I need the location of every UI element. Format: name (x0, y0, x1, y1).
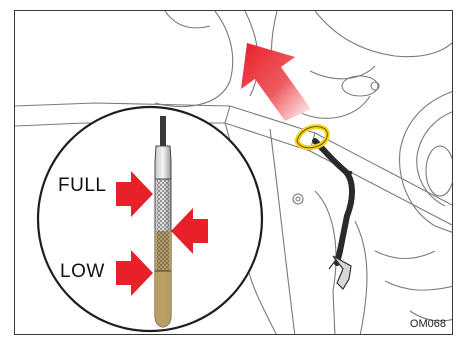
dipstick-blade (155, 116, 171, 327)
magnified-dipstick-detail (38, 107, 262, 331)
full-label: FULL (58, 175, 106, 197)
illustration-frame: FULL LOW OM068 (14, 10, 453, 335)
figure-code: OM068 (410, 318, 446, 330)
dipstick-tube (315, 141, 352, 263)
pull-direction-arrow (241, 43, 311, 121)
low-label: LOW (60, 261, 105, 283)
engine-illustration (15, 11, 453, 335)
dipstick-bracket (329, 256, 351, 289)
